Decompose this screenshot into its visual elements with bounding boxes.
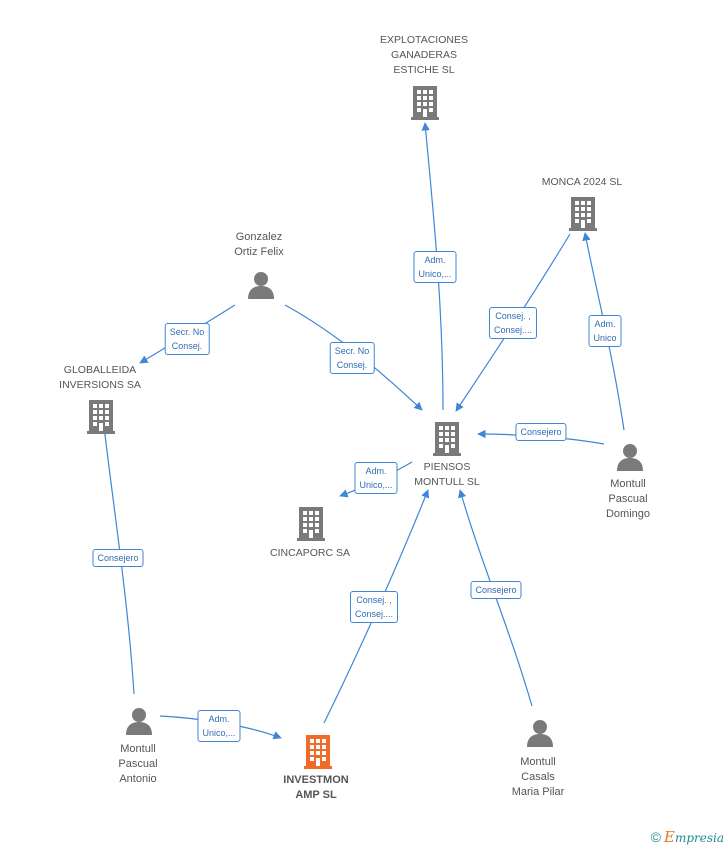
building-icon[interactable] (302, 733, 334, 769)
node-label-monca[interactable]: MONCA 2024 SL (541, 176, 623, 188)
building-icon[interactable] (409, 84, 441, 120)
edge-label-consej-investmon[interactable]: Consej. , Consej.... (349, 591, 399, 623)
edge-label-adm-monca[interactable]: Adm. Unico (588, 315, 622, 347)
building-icon[interactable] (567, 195, 599, 231)
edge-label-consejero-domingo[interactable]: Consejero (515, 423, 567, 441)
node-label-gonzalez[interactable]: Gonzalez Ortiz Felix (234, 231, 284, 258)
brand-name: mpresia (674, 831, 724, 845)
person-icon[interactable] (247, 271, 275, 299)
edge-label-adm-investmon[interactable]: Adm. Unico,... (197, 710, 241, 742)
node-label-investmon[interactable]: INVESTMON AMP SL (283, 774, 349, 801)
edge-label-consejero-antonio[interactable]: Consejero (92, 549, 144, 567)
person-icon[interactable] (526, 719, 554, 747)
building-icon[interactable] (85, 398, 117, 434)
node-label-montull-domingo[interactable]: Montull Pascual Domingo (605, 478, 651, 520)
edge-label-secr-globalleida[interactable]: Secr. No Consej. (164, 323, 210, 355)
edge-label-consej-monca[interactable]: Consej. , Consej.... (488, 307, 538, 339)
node-label-piensos[interactable]: PIENSOS MONTULL SL (414, 461, 480, 488)
node-label-globalleida[interactable]: GLOBALLEIDA INVERSIONS SA (59, 364, 141, 391)
copyright-icon: © (650, 829, 661, 845)
brand-first-letter: E (663, 828, 675, 846)
building-icon[interactable] (295, 505, 327, 541)
node-label-montull-antonio[interactable]: Montull Pascual Antonio (118, 743, 158, 785)
edge-label-consejero-casals[interactable]: Consejero (470, 581, 522, 599)
node-label-explotaciones[interactable]: EXPLOTACIONES GANADERAS ESTICHE SL (380, 34, 468, 76)
person-icon[interactable] (616, 443, 644, 471)
edge-label-adm-cincaporc[interactable]: Adm. Unico,... (354, 462, 398, 494)
node-label-cincaporc[interactable]: CINCAPORC SA (270, 547, 350, 559)
node-label-montull-casals[interactable]: Montull Casals Maria Pilar (511, 756, 565, 798)
building-icon[interactable] (431, 420, 463, 456)
edge-label-secr-piensos[interactable]: Secr. No Consej. (329, 342, 375, 374)
brand-logo[interactable]: ©Empresia (651, 828, 724, 846)
person-icon[interactable] (125, 707, 153, 735)
edge-label-adm-explotaciones[interactable]: Adm. Unico,... (413, 251, 457, 283)
